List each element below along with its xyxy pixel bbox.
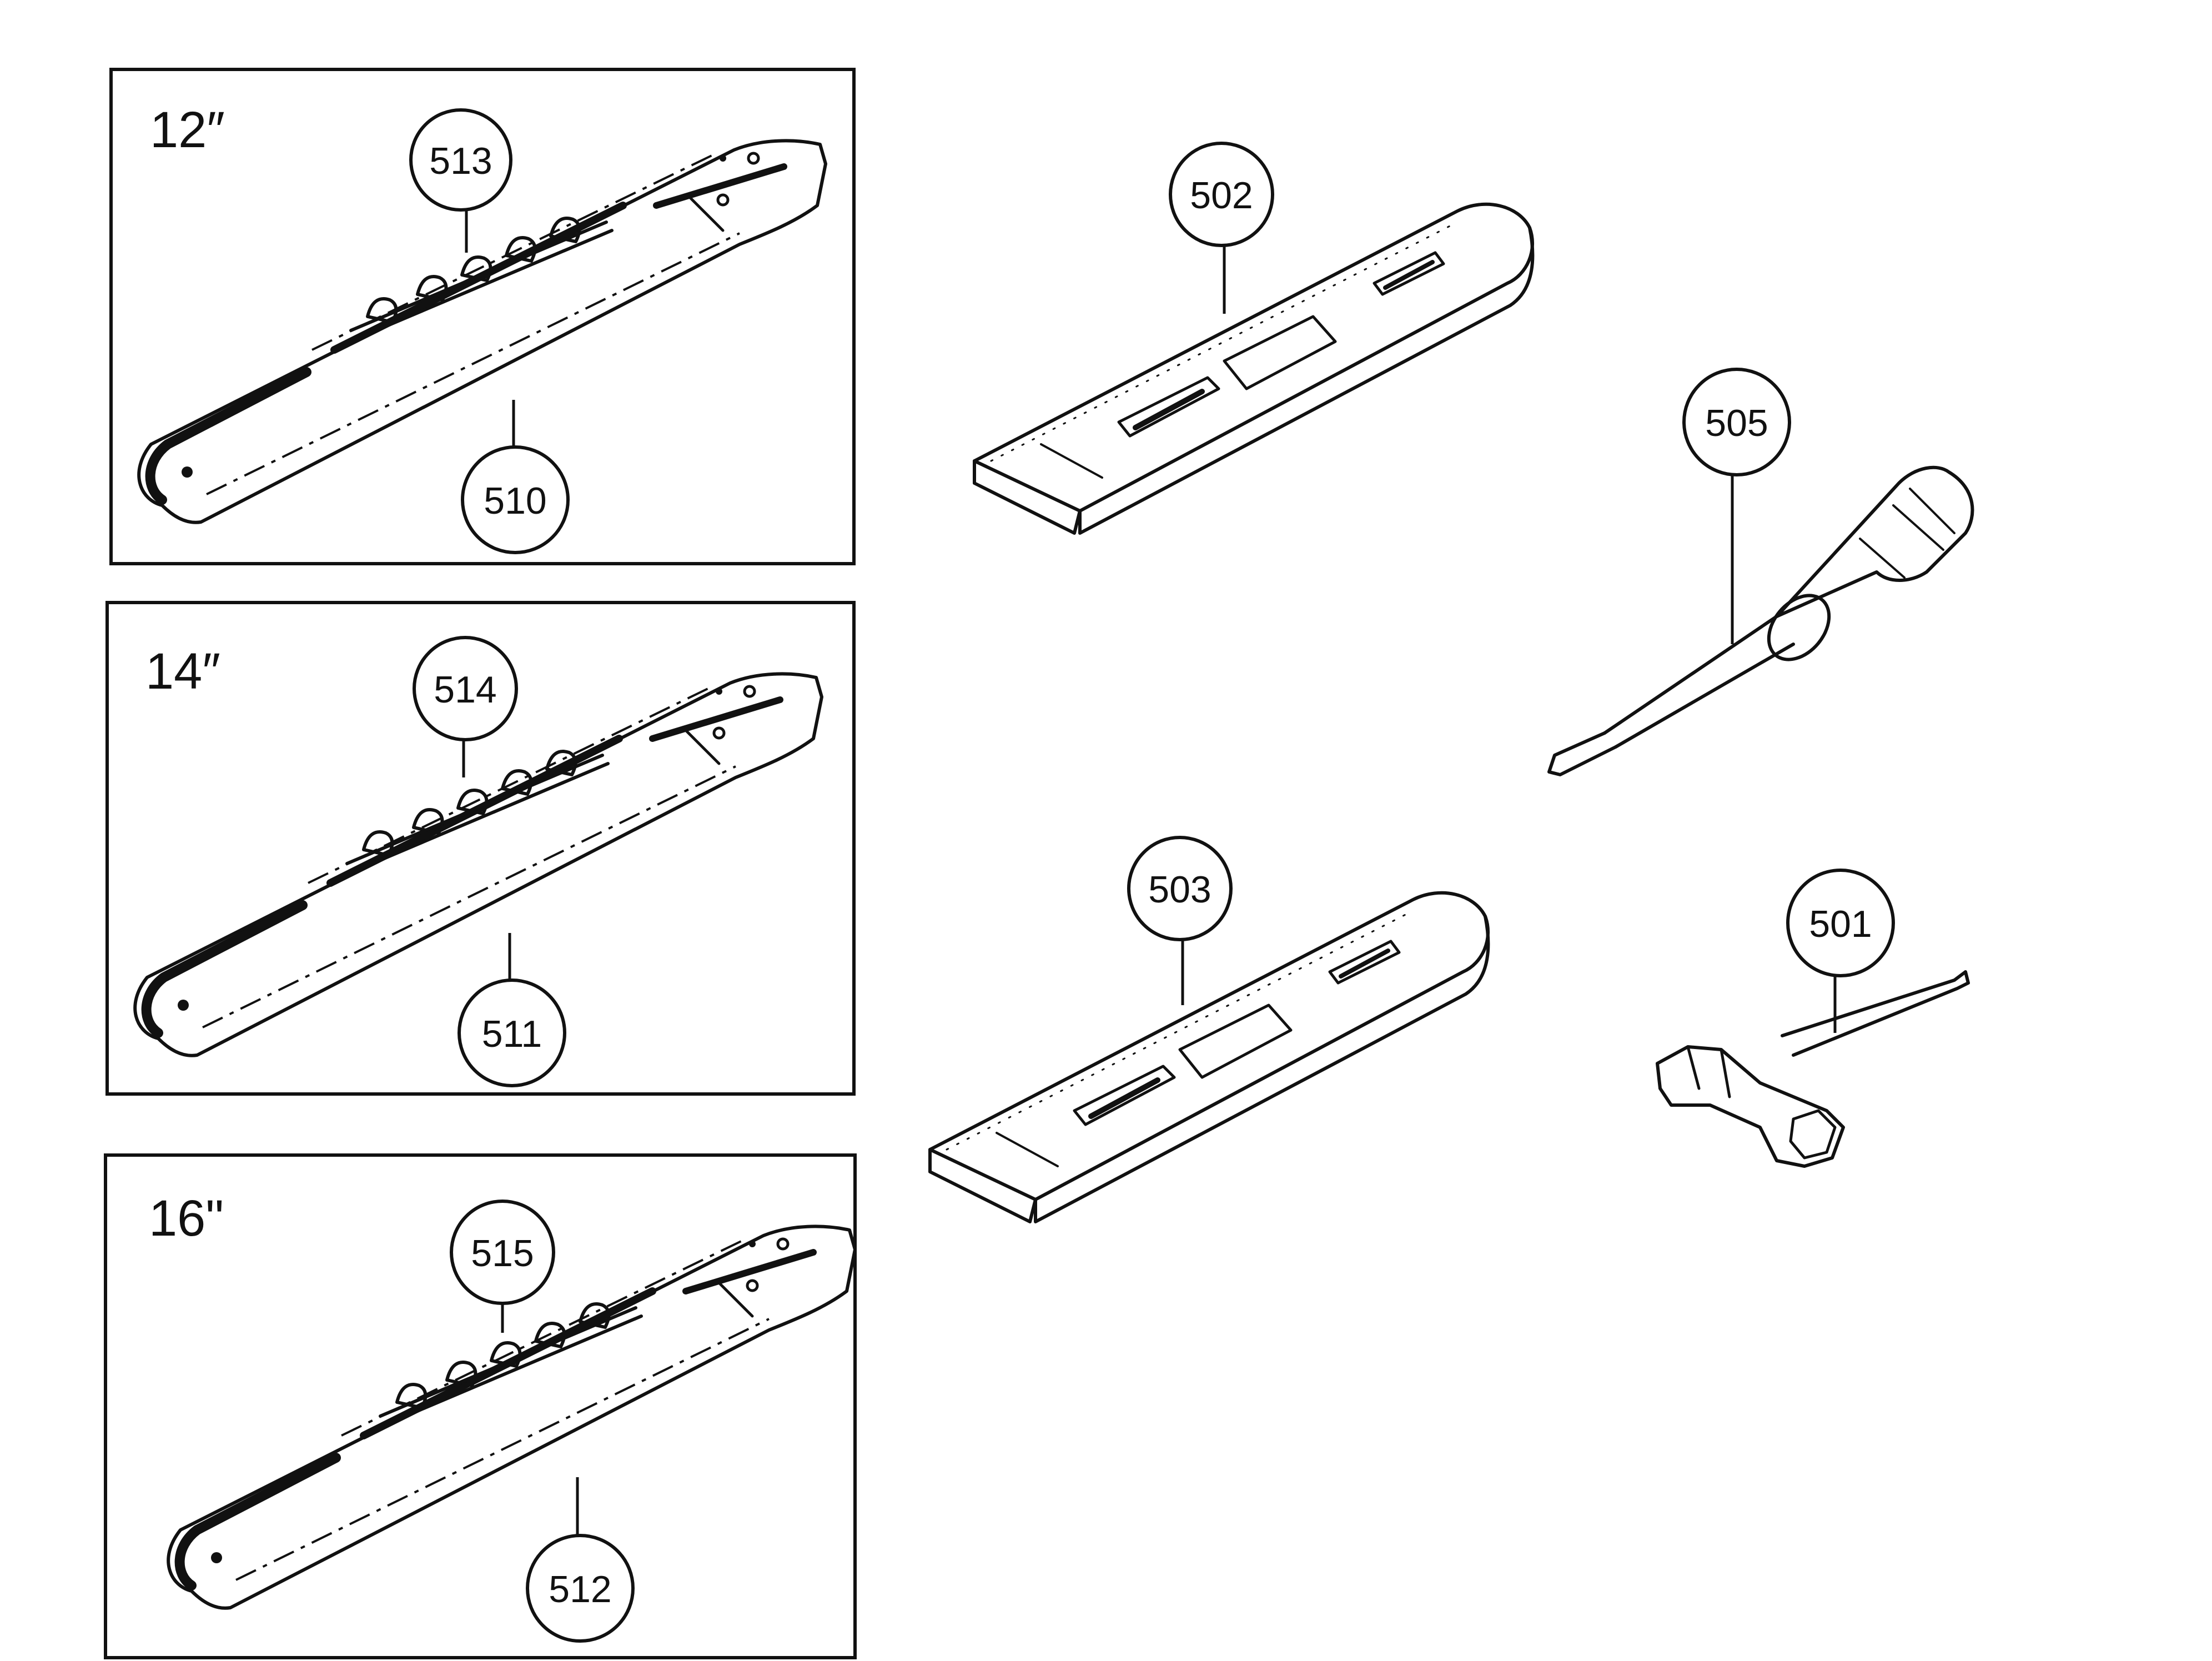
combination-wrench-drawing <box>1656 970 1970 1168</box>
size-label-16: 16" <box>149 1190 224 1247</box>
callout-502-label: 502 <box>1190 174 1253 217</box>
callout-511 <box>458 978 566 1087</box>
callout-514 <box>413 636 518 741</box>
callout-505-label: 505 <box>1705 402 1768 444</box>
callout-513 <box>409 108 512 212</box>
callout-505 <box>1682 368 1791 476</box>
callout-515-label: 515 <box>471 1232 534 1274</box>
callout-510-label: 510 <box>484 480 546 522</box>
panel-frame-12 <box>109 68 856 565</box>
scabbard-long-drawing <box>974 204 1532 533</box>
callout-501 <box>1786 869 1895 977</box>
callout-514-label: 514 <box>434 669 496 711</box>
callout-512 <box>526 1534 635 1643</box>
callout-503-label: 503 <box>1148 869 1211 911</box>
callout-501-label: 501 <box>1809 903 1872 945</box>
size-label-12: 12″ <box>150 102 225 158</box>
size-label-14: 14″ <box>145 643 220 700</box>
scabbard-short-drawing <box>930 893 1488 1222</box>
screwdriver-drawing <box>1547 465 1974 776</box>
panel-frame-16 <box>104 1153 857 1659</box>
callout-503 <box>1127 836 1233 941</box>
callout-515 <box>450 1200 555 1305</box>
callout-502 <box>1169 142 1274 247</box>
callout-512-label: 512 <box>549 1568 611 1610</box>
callout-510 <box>461 445 570 554</box>
callout-511-label: 511 <box>482 1013 542 1055</box>
panel-frame-14 <box>105 601 856 1096</box>
callout-513-label: 513 <box>429 140 492 182</box>
